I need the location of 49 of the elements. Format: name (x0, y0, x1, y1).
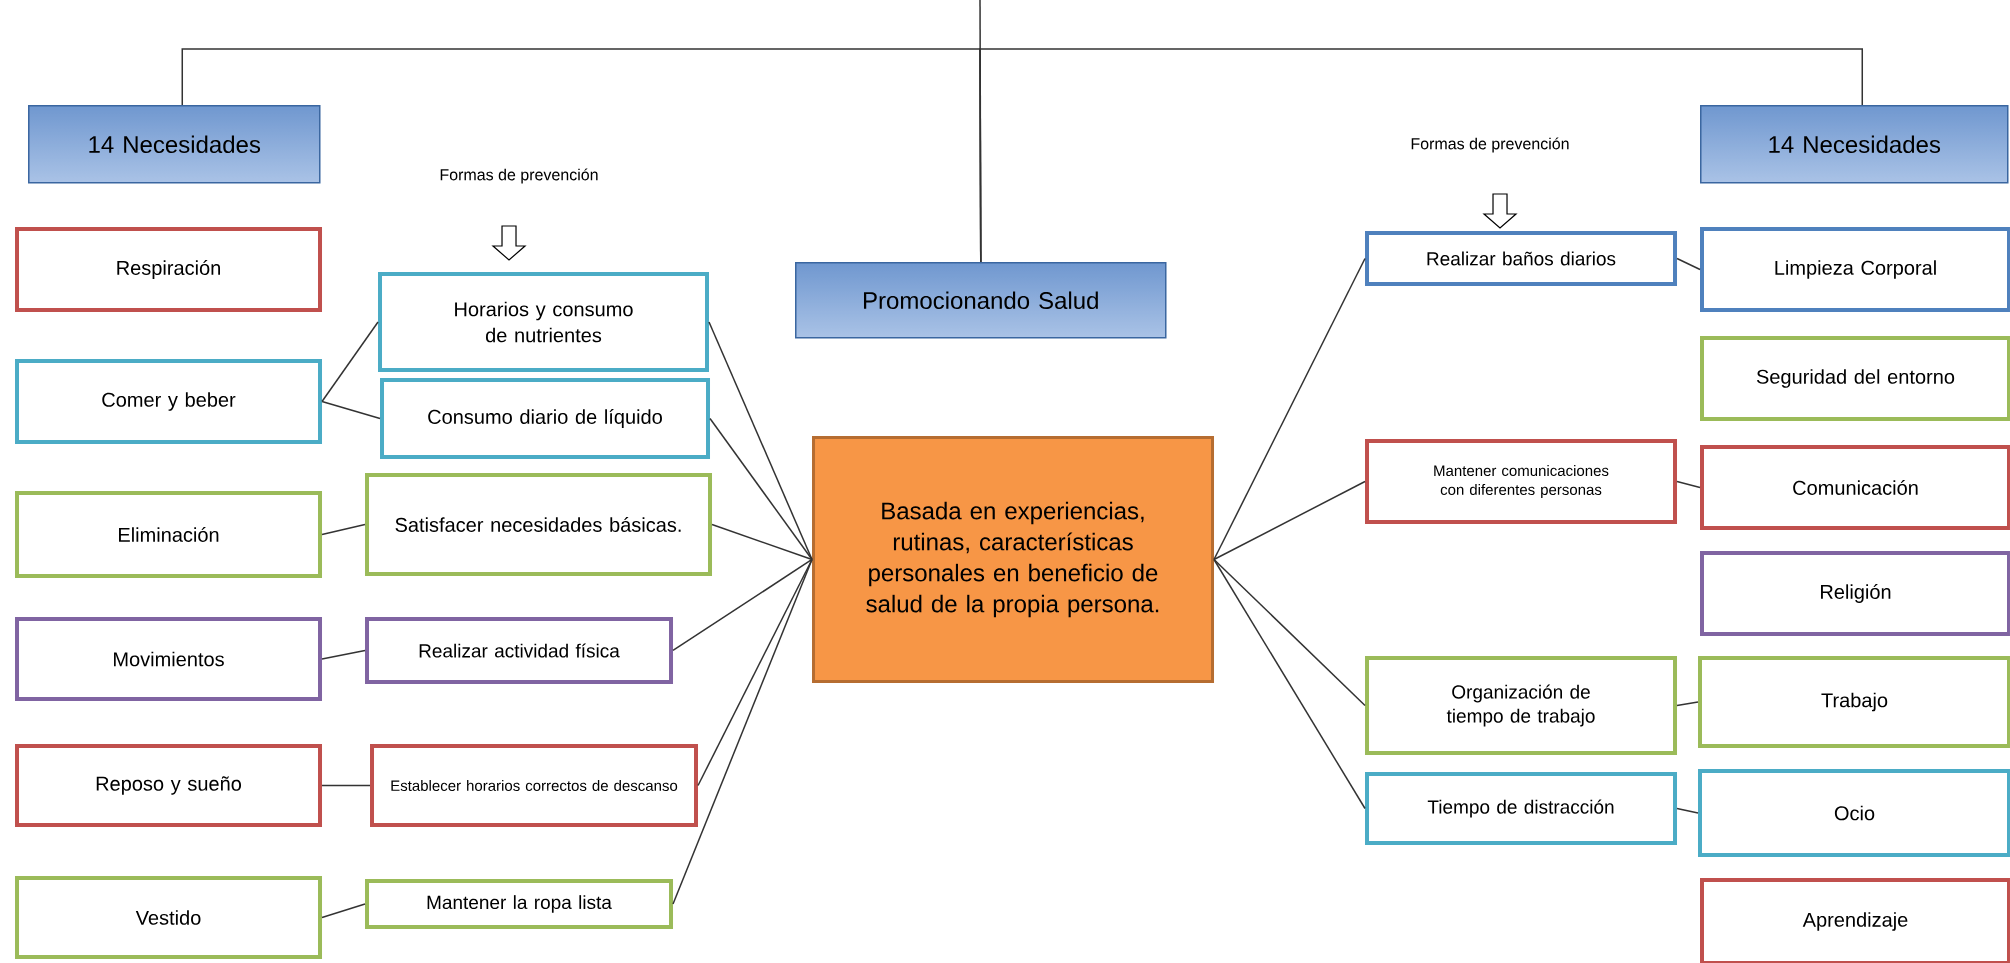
need-box: Respiración (15, 227, 322, 312)
connector-line (1213, 257, 1366, 561)
connector-line (709, 417, 813, 561)
prevention-box: Establecer horarios correctos de descanso (370, 744, 698, 827)
need-box: Religión (1700, 551, 2010, 636)
caption-text: Formas de prevención (1411, 137, 1569, 153)
need-box: Reposo y sueño (15, 744, 322, 827)
connector-line (708, 321, 813, 561)
prevention-box: Organización de tiempo de trabajo (1365, 656, 1677, 755)
prevention-box: Horarios y consumo de nutrientes (378, 272, 709, 372)
prevention-box: Realizar baños diarios (1365, 231, 1677, 286)
need-box: Movimientos (15, 617, 322, 701)
connector-line (1676, 257, 1701, 271)
prevention-box: Tiempo de distracción (1365, 772, 1677, 845)
connector-line (321, 523, 366, 536)
title-box: Promocionando Salud (795, 262, 1167, 339)
connector-line (321, 784, 371, 787)
header-box: 14 Necesidades (28, 105, 321, 184)
need-box: Vestido (15, 876, 322, 959)
connector-line (321, 903, 366, 919)
connector-line (321, 321, 379, 403)
need-box: Comer y beber (15, 359, 322, 444)
connector-line (1676, 701, 1699, 707)
need-box: Eliminación (15, 491, 322, 578)
connector-line (321, 649, 366, 660)
connector-line (1213, 558, 1366, 810)
description-box: Basada en experiencias, rutinas, características personales en beneficio de salud de la propia persona. (812, 436, 1214, 683)
connector-line (1213, 480, 1366, 561)
header-box: 14 Necesidades (1700, 105, 2009, 184)
need-box: Comunicación (1700, 445, 2010, 530)
prevention-box: Mantener la ropa lista (365, 879, 673, 929)
connector-line (1676, 480, 1701, 489)
prevention-box: Realizar actividad física (365, 617, 673, 684)
need-box: Limpieza Corporal (1700, 227, 2010, 312)
connector-line (672, 558, 813, 905)
prevention-box: Consumo diario de líquido (380, 378, 710, 459)
prevention-box: Satisfacer necesidades básicas. (365, 473, 712, 576)
need-box: Trabajo (1698, 656, 2010, 748)
connector-line (711, 523, 813, 561)
need-box: Ocio (1698, 769, 2010, 857)
need-box: Aprendizaje (1700, 878, 2010, 963)
connector-line (672, 558, 813, 652)
connector-line (979, 48, 1863, 263)
connector-line (1213, 558, 1366, 707)
connector-line (321, 400, 381, 420)
need-box: Seguridad del entorno (1700, 336, 2010, 421)
prevention-box: Mantener comunicaciones con diferentes personas (1365, 439, 1677, 524)
caption-text: Formas de prevención (440, 168, 598, 184)
connector-line (1676, 807, 1699, 814)
